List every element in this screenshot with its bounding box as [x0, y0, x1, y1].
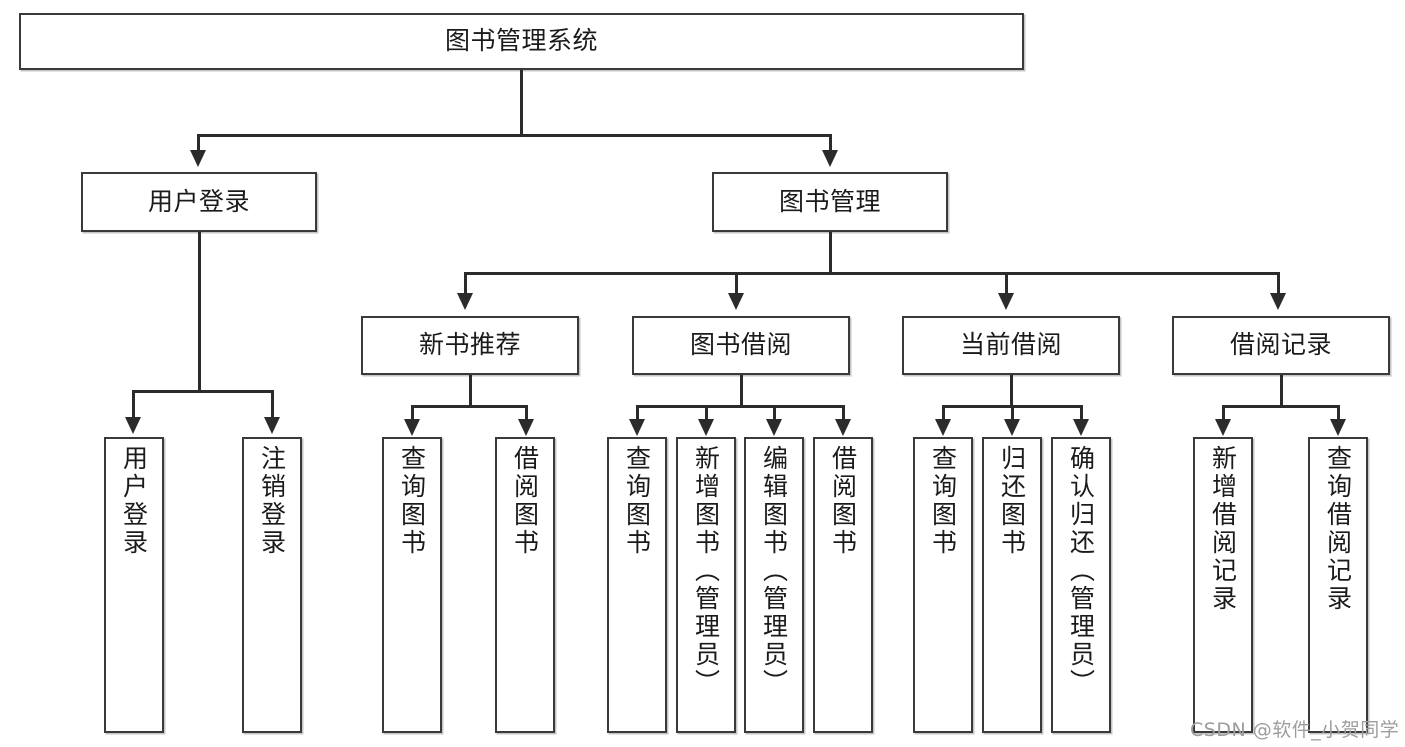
leaf-query-book-3[interactable]: 查询图书 — [913, 437, 973, 733]
node-label: 编辑图书（管理员） — [759, 445, 789, 697]
arrowhead-new-book-rec — [457, 293, 473, 310]
connector-new-book-rec-drop-2 — [525, 405, 528, 420]
connector-book-borrow-drop-3 — [773, 405, 776, 420]
arrowhead-user-login — [190, 150, 206, 167]
connector-current-borrow-drop-2 — [1011, 405, 1014, 420]
connector-user-login-drop-2 — [271, 390, 274, 418]
arrowhead-leaf-user-login — [125, 417, 141, 434]
node-new-book-recommendation[interactable]: 新书推荐 — [361, 316, 579, 375]
arrowhead-leaf-query-book-2 — [629, 419, 645, 436]
connector-root-stem — [520, 70, 523, 136]
arrowhead-leaf-borrow-book-2 — [835, 419, 851, 436]
node-label: 新书推荐 — [418, 330, 521, 360]
node-label: 借阅图书 — [510, 445, 540, 557]
connector-book-manage-drop-2 — [735, 272, 738, 294]
leaf-borrow-book-2[interactable]: 借阅图书 — [813, 437, 873, 733]
leaf-query-book-2[interactable]: 查询图书 — [607, 437, 667, 733]
watermark-csdn: CSDN @软件_小贺同学 — [1190, 719, 1400, 741]
connector-new-book-rec-bus — [411, 405, 527, 408]
connector-current-borrow-stem — [1010, 375, 1013, 407]
arrowhead-leaf-query-book-3 — [935, 419, 951, 436]
arrowhead-leaf-return-book — [1004, 419, 1020, 436]
node-book-borrow[interactable]: 图书借阅 — [632, 316, 850, 375]
node-label: 借阅图书 — [828, 445, 858, 557]
arrowhead-leaf-query-record — [1330, 419, 1346, 436]
leaf-add-book[interactable]: 新增图书（管理员） — [676, 437, 736, 733]
arrowhead-leaf-confirm-return — [1073, 419, 1089, 436]
connector-root-to-book-manage — [829, 134, 832, 151]
connector-book-borrow-stem — [740, 375, 743, 407]
node-label: 图书借阅 — [689, 330, 792, 360]
connector-book-manage-bus — [464, 272, 1280, 275]
arrowhead-leaf-add-record — [1215, 419, 1231, 436]
arrowhead-current-borrow — [998, 293, 1014, 310]
node-label: 注销登录 — [257, 445, 287, 557]
node-book-manage[interactable]: 图书管理 — [712, 172, 948, 232]
connector-book-manage-drop-3 — [1005, 272, 1008, 294]
leaf-return-book[interactable]: 归还图书 — [982, 437, 1042, 733]
arrowhead-leaf-edit-book — [766, 419, 782, 436]
arrowhead-leaf-user-logout — [264, 417, 280, 434]
connector-borrow-record-drop-1 — [1222, 405, 1225, 420]
node-user-login[interactable]: 用户登录 — [81, 172, 317, 232]
leaf-user-login[interactable]: 用户登录 — [104, 437, 164, 733]
connector-new-book-rec-drop-1 — [411, 405, 414, 420]
arrowhead-leaf-query-book-1 — [404, 419, 420, 436]
node-current-borrow[interactable]: 当前借阅 — [902, 316, 1120, 375]
arrowhead-leaf-borrow-book-1 — [518, 419, 534, 436]
connector-root-bus — [197, 134, 831, 137]
leaf-query-book-1[interactable]: 查询图书 — [382, 437, 442, 733]
connector-new-book-rec-stem — [469, 375, 472, 407]
node-label: 图书管理系统 — [444, 26, 598, 56]
leaf-confirm-return[interactable]: 确认归还（管理员） — [1051, 437, 1111, 733]
leaf-edit-book[interactable]: 编辑图书（管理员） — [744, 437, 804, 733]
node-label: 用户登录 — [119, 445, 149, 557]
arrowhead-book-borrow — [728, 293, 744, 310]
connector-user-login-drop-1 — [132, 390, 135, 418]
node-label: 查询借阅记录 — [1323, 445, 1353, 613]
connector-borrow-record-stem — [1280, 375, 1283, 407]
connector-book-borrow-bus — [636, 405, 844, 408]
node-label: 查询图书 — [928, 445, 958, 557]
leaf-borrow-book-1[interactable]: 借阅图书 — [495, 437, 555, 733]
node-borrow-record[interactable]: 借阅记录 — [1172, 316, 1390, 375]
leaf-add-record[interactable]: 新增借阅记录 — [1193, 437, 1253, 733]
connector-root-to-user-login — [197, 134, 200, 151]
connector-borrow-record-drop-2 — [1337, 405, 1340, 420]
connector-book-manage-drop-4 — [1277, 272, 1280, 294]
node-label: 新增借阅记录 — [1208, 445, 1238, 613]
node-label: 新增图书（管理员） — [691, 445, 721, 697]
node-label: 当前借阅 — [959, 330, 1062, 360]
node-label: 查询图书 — [397, 445, 427, 557]
connector-book-manage-stem — [829, 232, 832, 274]
node-label: 归还图书 — [997, 445, 1027, 557]
connector-current-borrow-drop-1 — [942, 405, 945, 420]
connector-book-borrow-drop-1 — [636, 405, 639, 420]
leaf-query-record[interactable]: 查询借阅记录 — [1308, 437, 1368, 733]
connector-current-borrow-drop-3 — [1080, 405, 1083, 420]
arrowhead-borrow-record — [1270, 293, 1286, 310]
connector-borrow-record-bus — [1222, 405, 1339, 408]
connector-book-borrow-drop-2 — [705, 405, 708, 420]
node-label: 图书管理 — [778, 186, 881, 216]
connector-book-borrow-drop-4 — [842, 405, 845, 420]
node-label: 借阅记录 — [1229, 330, 1332, 360]
node-label: 确认归还（管理员） — [1066, 445, 1096, 697]
connector-user-login-bus — [132, 390, 272, 393]
node-label: 查询图书 — [622, 445, 652, 557]
node-root-book-management-system[interactable]: 图书管理系统 — [19, 13, 1024, 70]
leaf-user-logout[interactable]: 注销登录 — [242, 437, 302, 733]
arrowhead-leaf-add-book — [698, 419, 714, 436]
node-label: 用户登录 — [147, 186, 250, 216]
connector-user-login-stem — [198, 232, 201, 392]
arrowhead-book-manage — [822, 150, 838, 167]
connector-book-manage-drop-1 — [464, 272, 467, 294]
